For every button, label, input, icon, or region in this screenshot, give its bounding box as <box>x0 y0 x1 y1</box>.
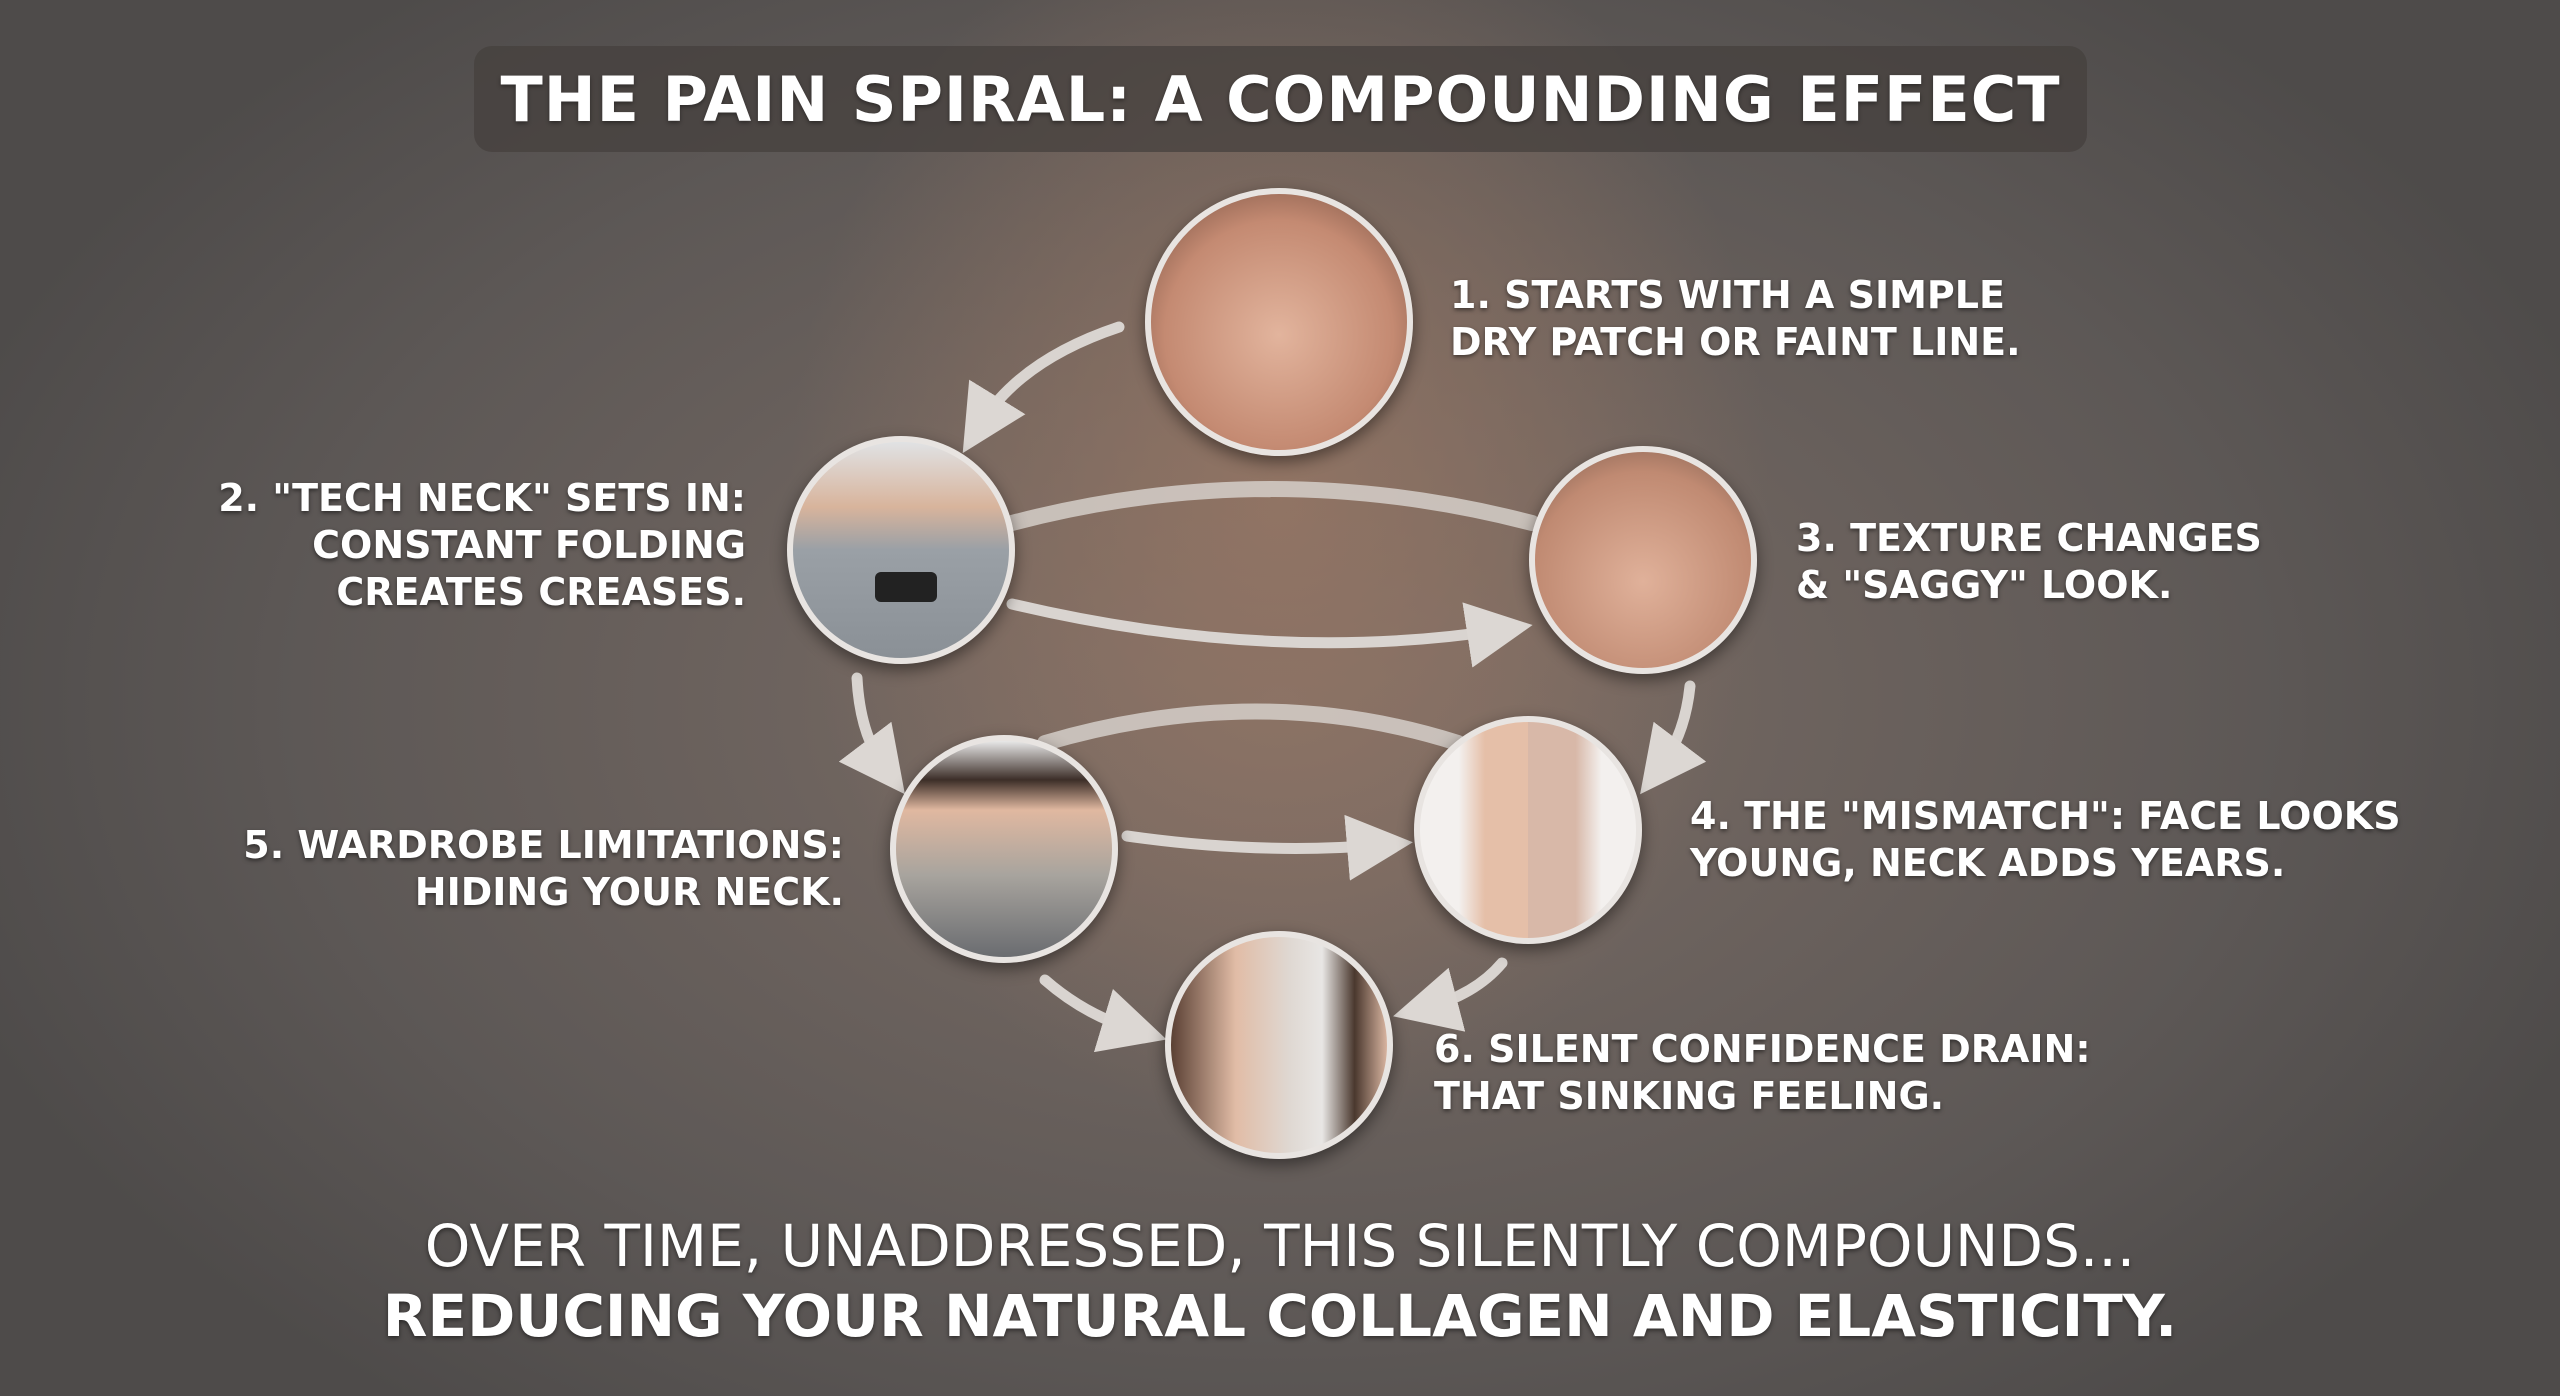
step-5-line1: 5. WARDROBE LIMITATIONS: <box>243 823 844 867</box>
step-1-line1: 1. STARTS WITH A SIMPLE <box>1450 273 2005 317</box>
arrow-4-to-6 <box>1393 957 1508 1032</box>
step-2-line3: CREATES CREASES. <box>336 570 746 614</box>
step-4-line1: 4. THE "MISMATCH": FACE LOOKS <box>1690 794 2401 838</box>
photo-confidence-mirror <box>1165 931 1393 1159</box>
phone-icon <box>875 572 937 602</box>
step-1-label: 1. STARTS WITH A SIMPLE DRY PATCH OR FAI… <box>1450 272 2021 366</box>
step-3-label: 3. TEXTURE CHANGES & "SAGGY" LOOK. <box>1796 515 2262 609</box>
photo-wardrobe-scarf <box>890 735 1118 963</box>
title-banner: THE PAIN SPIRAL: A COMPOUNDING EFFECT <box>474 46 2087 152</box>
step-3-line2: & "SAGGY" LOOK. <box>1796 563 2173 607</box>
photo-dry-neck <box>1145 188 1413 456</box>
step-2-label: 2. "TECH NECK" SETS IN: CONSTANT FOLDING… <box>218 475 746 616</box>
footer-line-1: OVER TIME, UNADDRESSED, THIS SILENTLY CO… <box>424 1212 2136 1280</box>
arrow-1-to-2 <box>962 321 1125 454</box>
step-3-line1: 3. TEXTURE CHANGES <box>1796 516 2262 560</box>
step-1-line2: DRY PATCH OR FAINT LINE. <box>1450 320 2021 364</box>
arrow-2-to-5 <box>838 672 905 795</box>
step-2-line1: 2. "TECH NECK" SETS IN: <box>218 476 746 520</box>
arrow-5-to-4 <box>1121 814 1413 881</box>
step-2-line2: CONSTANT FOLDING <box>312 523 746 567</box>
arrow-3-to-4 <box>1640 680 1707 795</box>
page-title: THE PAIN SPIRAL: A COMPOUNDING EFFECT <box>500 62 2061 136</box>
step-6-line2: THAT SINKING FEELING. <box>1434 1074 1945 1118</box>
step-6-line1: 6. SILENT CONFIDENCE DRAIN: <box>1434 1027 2091 1071</box>
arrow-2-to-3 <box>1006 598 1533 668</box>
step-5-label: 5. WARDROBE LIMITATIONS: HIDING YOUR NEC… <box>243 822 844 916</box>
photo-tech-neck <box>787 436 1015 664</box>
photo-face-mismatch <box>1414 716 1642 944</box>
photo-saggy-neck <box>1529 446 1757 674</box>
footer-line-2: REDUCING YOUR NATURAL COLLAGEN AND ELAST… <box>382 1282 2178 1350</box>
step-4-line2: YOUNG, NECK ADDS YEARS. <box>1690 841 2286 885</box>
step-5-line2: HIDING YOUR NECK. <box>414 870 844 914</box>
arc-5-to-4 <box>1037 703 1466 751</box>
arc-2-to-3 <box>1004 481 1540 531</box>
step-6-label: 6. SILENT CONFIDENCE DRAIN: THAT SINKING… <box>1434 1026 2091 1120</box>
step-4-label: 4. THE "MISMATCH": FACE LOOKS YOUNG, NEC… <box>1690 793 2401 887</box>
arrow-5-to-6 <box>1039 974 1167 1053</box>
